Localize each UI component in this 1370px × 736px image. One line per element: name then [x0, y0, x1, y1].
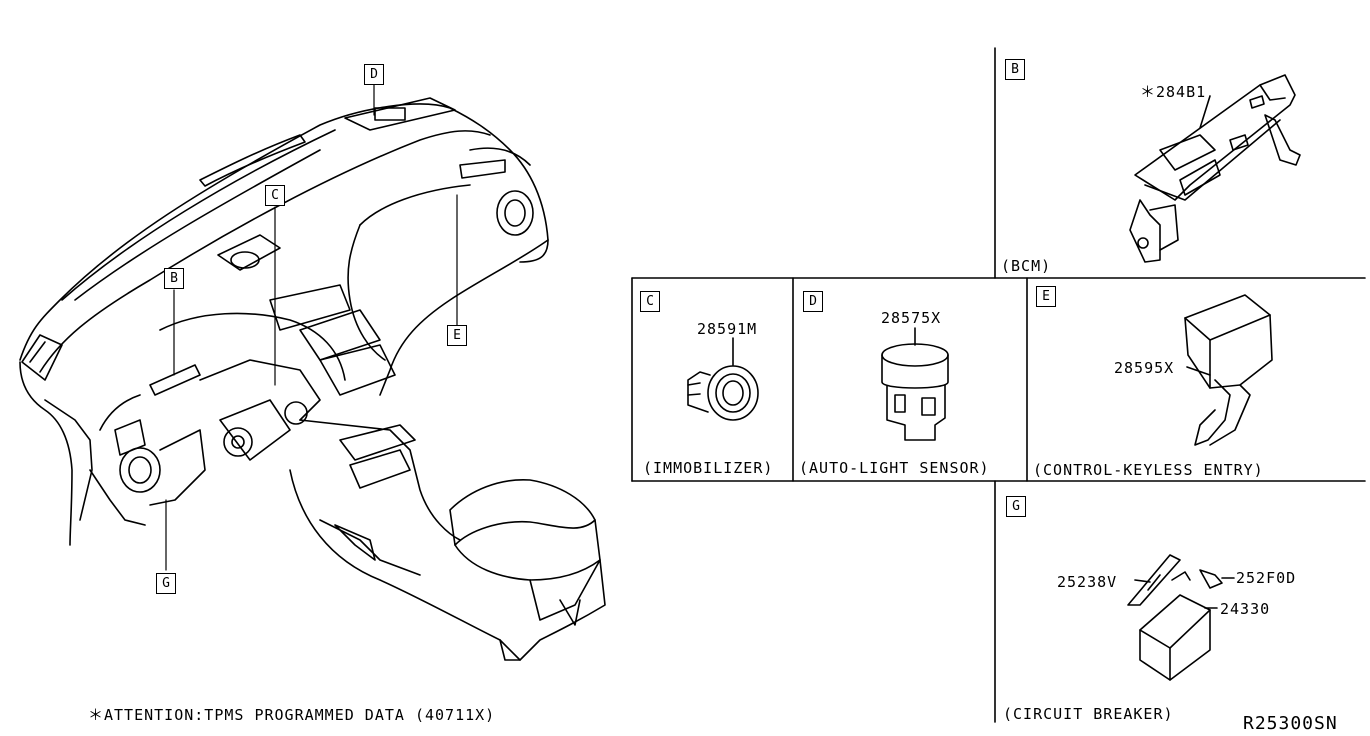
bcm-caption: (BCM)	[1001, 257, 1052, 275]
keyless-control-drawing	[1184, 294, 1273, 446]
bcm-drawing	[1129, 74, 1301, 263]
callout-g: G	[156, 573, 176, 594]
bcm-part-number: ＊284B1	[1140, 83, 1207, 101]
diagram-code: R25300SN	[1243, 713, 1338, 734]
auto-light-part-number: 28575X	[881, 309, 942, 327]
auto-light-caption: (AUTO-LIGHT SENSOR)	[799, 459, 990, 477]
panel-e-letter: E	[1036, 286, 1056, 307]
breaker-part-252f0d: 252F0D	[1236, 569, 1297, 587]
panel-c-letter: C	[640, 291, 660, 312]
immobilizer-caption: (IMMOBILIZER)	[643, 459, 774, 477]
instrument-panel-drawing	[19, 97, 606, 661]
callout-d: D	[364, 64, 384, 85]
callout-b: B	[164, 268, 184, 289]
keyless-caption: (CONTROL-KEYLESS ENTRY)	[1033, 461, 1264, 479]
immobilizer-part-number: 28591M	[697, 320, 758, 338]
panel-frame-lines	[631, 47, 1366, 723]
immobilizer-drawing	[687, 337, 759, 421]
main-leader-lines	[165, 84, 458, 571]
panel-b-letter: B	[1005, 59, 1025, 80]
circuit-breaker-drawing	[1127, 554, 1235, 681]
breaker-caption: (CIRCUIT BREAKER)	[1003, 705, 1174, 723]
keyless-part-number: 28595X	[1114, 359, 1175, 377]
panel-d-letter: D	[803, 291, 823, 312]
breaker-part-24330: 24330	[1220, 600, 1271, 618]
callout-e: E	[447, 325, 467, 346]
breaker-part-25238v: 25238V	[1057, 573, 1118, 591]
tpms-footnote: ＊ATTENTION:TPMS PROGRAMMED DATA (40711X)	[88, 706, 496, 724]
auto-light-sensor-drawing	[881, 327, 949, 441]
callout-c: C	[265, 185, 285, 206]
panel-g-letter: G	[1006, 496, 1026, 517]
